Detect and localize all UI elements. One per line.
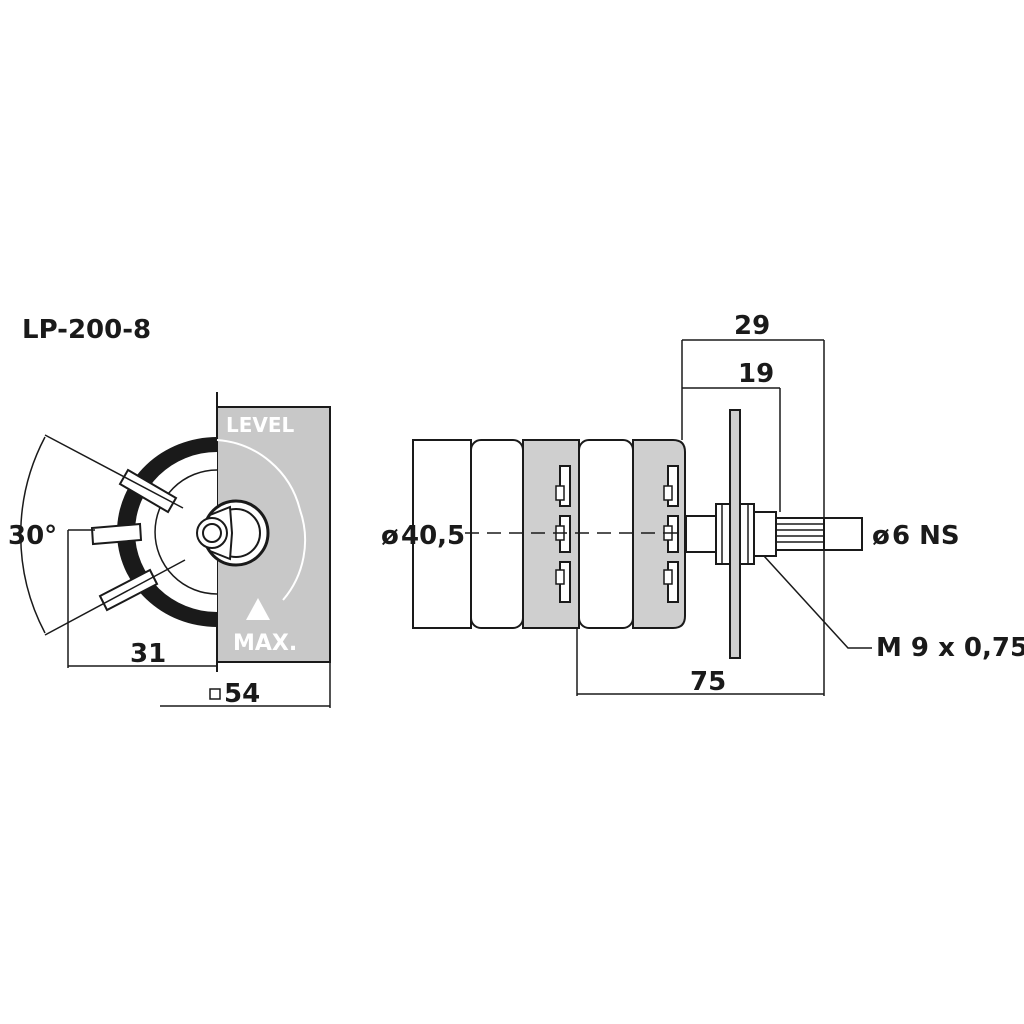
width-dimension [160, 662, 331, 708]
shaft [775, 517, 863, 551]
shaft-label: 6 NS [892, 521, 960, 551]
length-dimension [576, 550, 825, 696]
disc-4 [578, 439, 634, 629]
depth-label: 31 [130, 639, 166, 669]
thread-label: M 9 x 0,75 [876, 633, 1024, 663]
diameter-symbol: ø [381, 521, 399, 551]
max-label: MAX. [233, 631, 297, 656]
diameter-label: 40,5 [401, 521, 465, 551]
disc-1 [412, 439, 472, 629]
square-symbol-icon [209, 688, 221, 700]
front-view: 30° LEVEL MAX. 31 54 [8, 392, 331, 709]
overall-dimension [681, 339, 825, 518]
width-label: 54 [224, 679, 260, 709]
depth-dimension [67, 529, 217, 668]
threaded-bushing [685, 503, 777, 565]
length-label: 75 [690, 667, 726, 697]
mounting-plate [729, 409, 741, 659]
thread-leader [763, 555, 872, 649]
disc-2 [470, 439, 524, 629]
overall-label: 29 [734, 311, 770, 341]
shaft-symbol: ø [872, 521, 890, 551]
front-nut [196, 499, 270, 567]
inner-dimension [682, 387, 781, 512]
model-title: LP-200-8 [22, 315, 151, 345]
inner-label: 19 [738, 359, 774, 389]
contact-clips [555, 465, 679, 603]
level-label: LEVEL [226, 413, 295, 437]
max-arrow-icon [246, 598, 270, 620]
plate-arc [216, 439, 307, 601]
side-view: ø 40,5 29 19 75 ø 6 NS M 9 x 0,75 [381, 311, 1024, 697]
angle-label: 30° [8, 521, 57, 551]
